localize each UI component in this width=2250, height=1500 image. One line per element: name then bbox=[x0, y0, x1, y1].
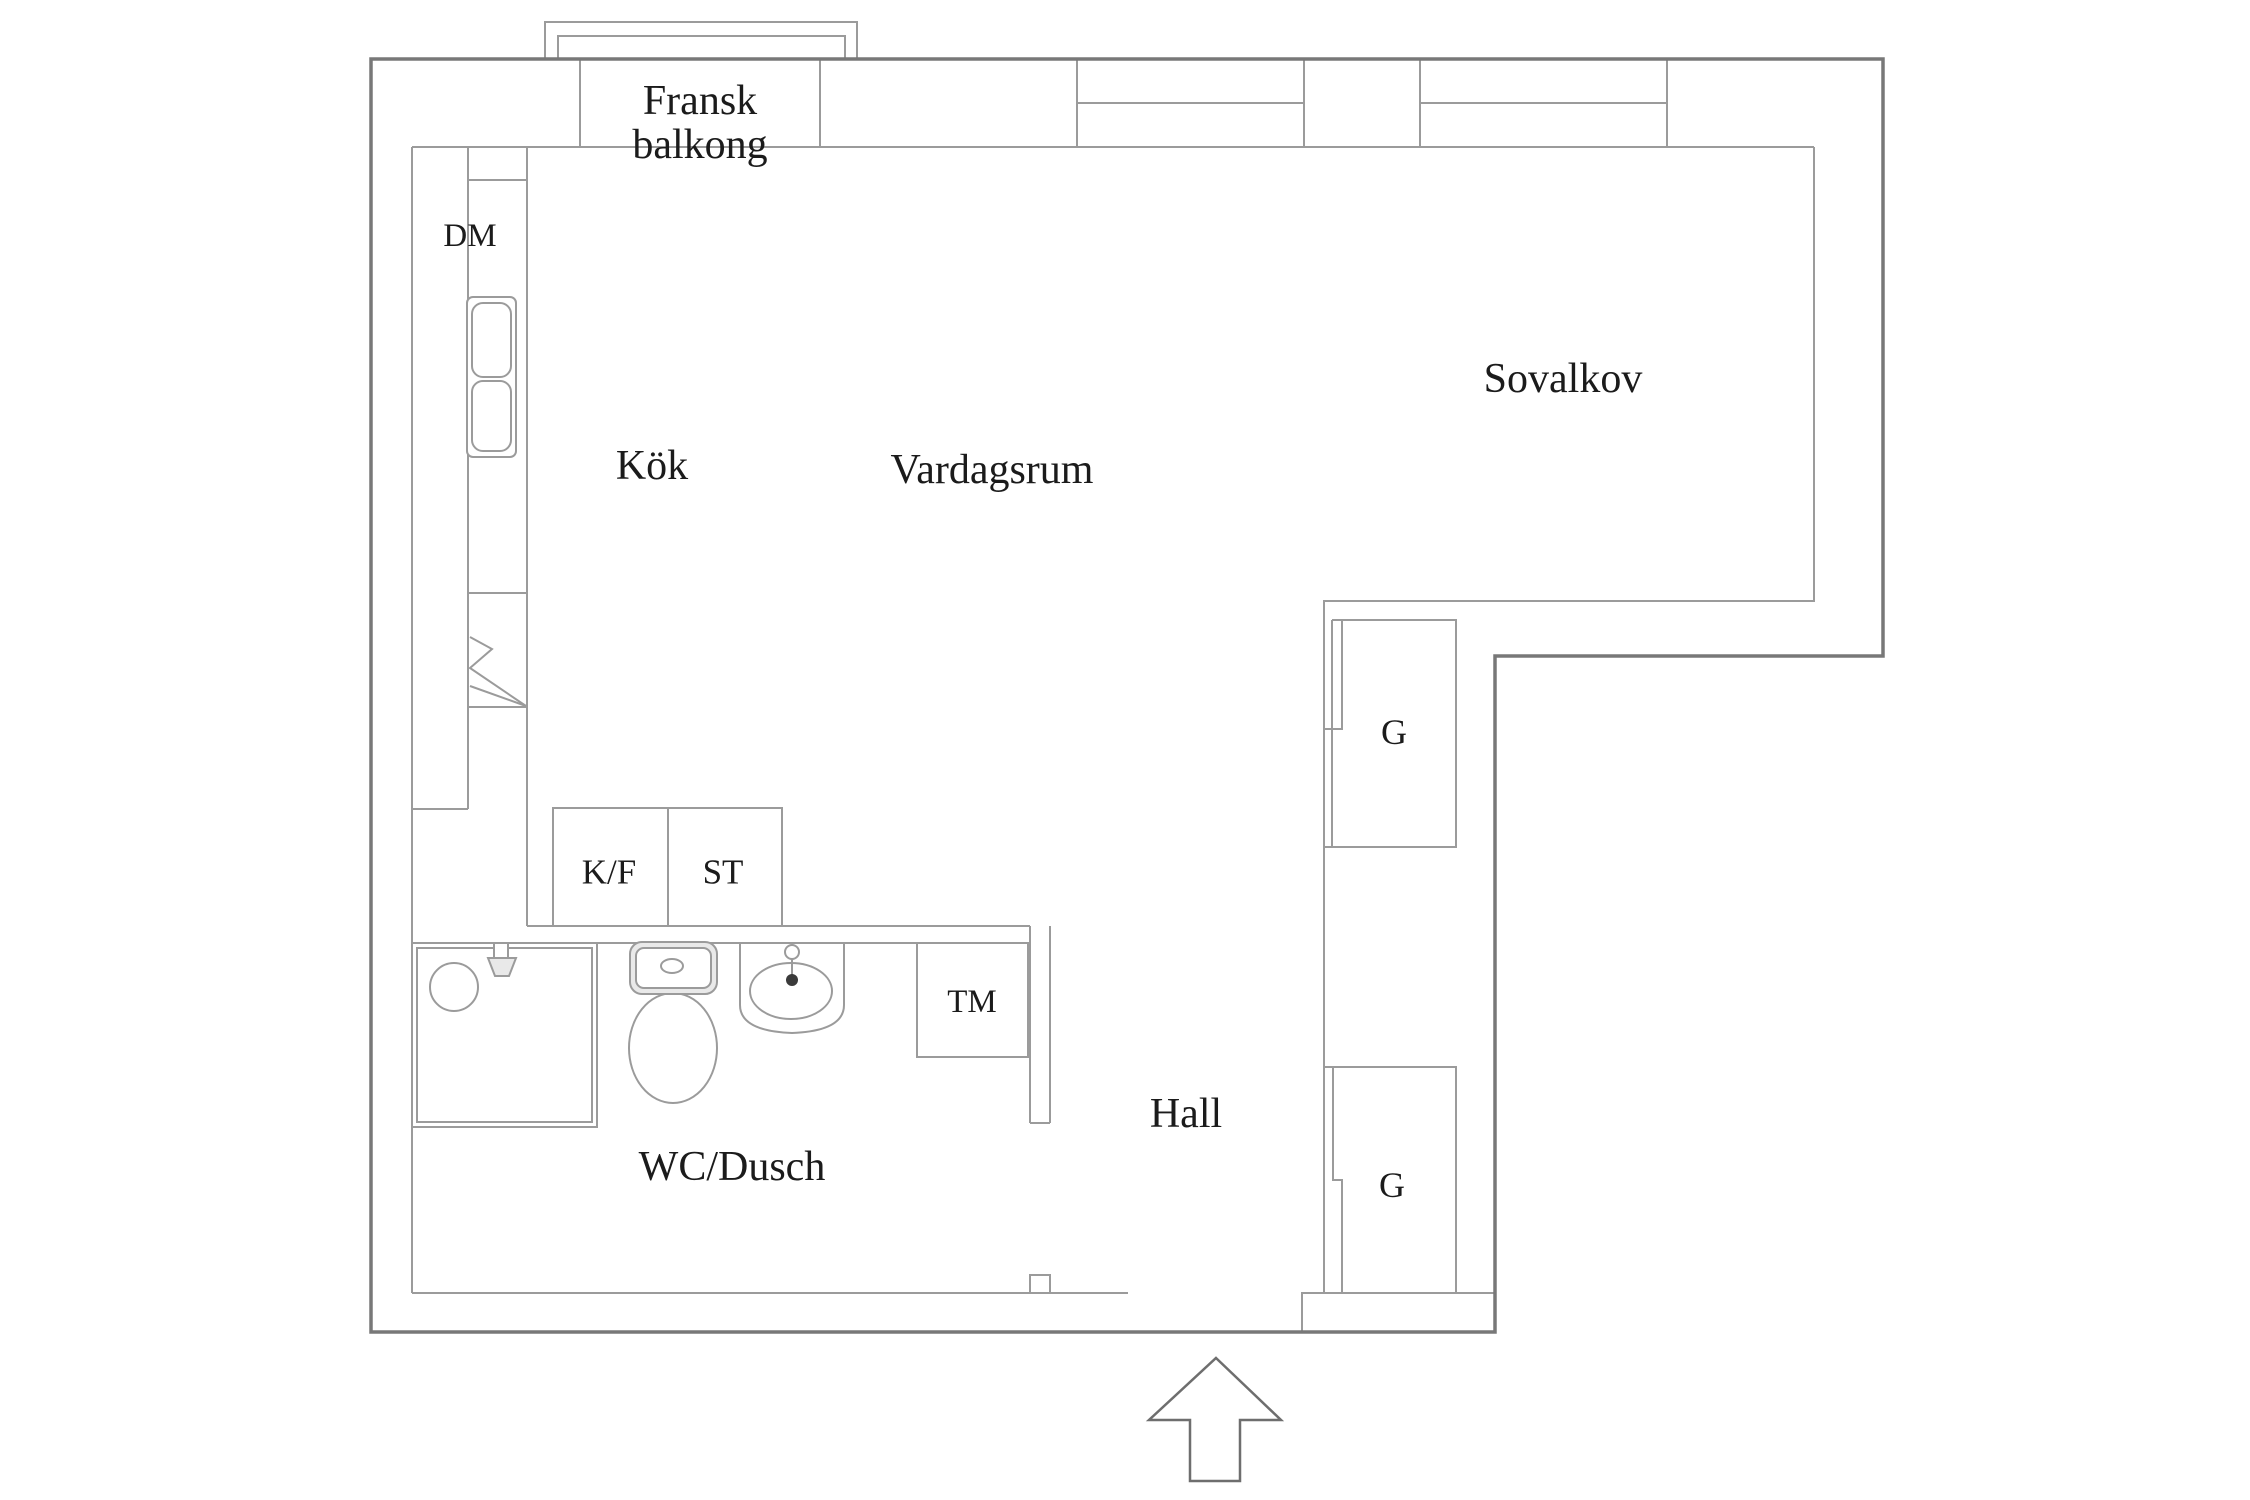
bathroom-label: WC/Dusch bbox=[639, 1144, 826, 1190]
balcony-label-line1: Fransk bbox=[643, 78, 757, 124]
shower-symbol bbox=[411, 942, 598, 1128]
washbasin-symbol bbox=[739, 942, 845, 1035]
balcony-label-line2: balkong bbox=[632, 122, 767, 168]
toilet-symbol bbox=[628, 941, 718, 1104]
stove-symbol bbox=[467, 592, 528, 708]
entry-arrow-icon bbox=[1145, 1356, 1285, 1483]
living-room-label: Vardagsrum bbox=[891, 447, 1094, 493]
kitchen-counter bbox=[412, 147, 528, 926]
balcony-railing bbox=[544, 21, 858, 59]
storage-label: ST bbox=[703, 853, 744, 892]
wardrobe-lower-label: G bbox=[1379, 1165, 1405, 1205]
kitchen-sink-symbol bbox=[466, 296, 517, 458]
washing-machine-symbol bbox=[916, 942, 1029, 1058]
wardrobe-lower-box bbox=[1324, 1066, 1457, 1293]
washing-machine-label: TM bbox=[947, 984, 997, 1020]
sleeping-alcove-label: Sovalkov bbox=[1484, 356, 1643, 402]
window-and-door-jambs bbox=[579, 59, 1668, 147]
dishwasher-label: DM bbox=[443, 218, 496, 254]
wardrobe-upper-box bbox=[1323, 619, 1457, 848]
fridge-storage-closets bbox=[552, 807, 783, 927]
outer-wall-outline bbox=[369, 57, 1885, 1334]
fridge-freezer-label: K/F bbox=[582, 853, 636, 892]
inner-wall-lines bbox=[411, 146, 1815, 1332]
kitchen-label: Kök bbox=[616, 443, 688, 489]
hall-label: Hall bbox=[1150, 1091, 1222, 1137]
wardrobe-upper-label: G bbox=[1381, 712, 1407, 752]
